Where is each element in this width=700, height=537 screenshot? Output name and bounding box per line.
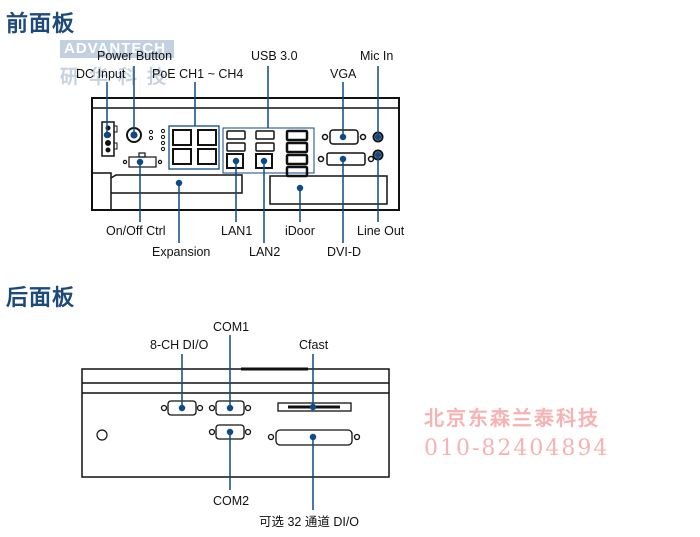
on-off-ctrl-connector [122,152,163,168]
front-chassis-outline [91,97,400,211]
lan2-marker [260,157,268,165]
cfast-marker [309,403,317,411]
label-vga: VGA [330,67,357,81]
front-panel-title: 前面板 [6,12,76,37]
mic-in-marker [374,133,382,141]
rear-panel [81,367,390,478]
expansion-marker [175,179,183,187]
dio-8ch-marker [178,404,186,412]
dio-32ch-marker [309,433,317,441]
dvi-d-marker [339,155,347,163]
on-off-ctrl-marker [136,158,144,166]
dvi-d-connector [317,152,375,166]
brand-cn-watermark: 研华科技 [60,66,177,88]
power-button-marker [130,131,138,139]
rear-chassis-outline [81,368,390,478]
label-dc-input: DC Input [76,67,126,81]
label-dvi-d: DVI-D [327,245,362,259]
rear-leader-lines [178,335,317,510]
label-line-out: Line Out [357,224,405,238]
label-idoor: iDoor [285,224,315,238]
vga-connector [321,129,367,145]
dealer-phone-watermark: 010-82404894 [424,436,610,461]
front-leader-lines [103,66,382,243]
rear-panel-title: 后面板 [6,286,76,311]
brand-logo-watermark: ADVANTECH [60,40,174,58]
vga-marker [339,133,347,141]
label-lan2: LAN2 [249,245,281,259]
label-expansion: Expansion [152,245,211,259]
expansion-slot [91,172,243,211]
com1-marker [226,404,234,412]
line-out-marker [374,151,382,159]
dc-input-marker [103,131,111,139]
com2-marker [226,428,234,436]
label-com1: COM1 [213,320,250,334]
idoor-marker [296,184,304,192]
front-panel [91,97,400,211]
dealer-name-watermark: 北京东森兰泰科技 [424,406,600,430]
label-on-off-ctrl: On/Off Ctrl [106,224,166,238]
idoor-slot [269,175,388,205]
label-lan1: LAN1 [221,224,253,238]
label-poe: PoE CH1 ~ CH4 [152,67,244,81]
lan1-marker [232,157,240,165]
label-dio-8ch: 8-CH DI/O [150,338,209,352]
poe-ports [168,125,220,170]
label-usb3: USB 3.0 [251,49,298,63]
label-com2: COM2 [213,494,250,508]
status-leds [148,128,166,152]
label-cfast: Cfast [299,338,329,352]
dc-input-connector [101,121,118,157]
label-dio-32ch: 可选 32 通道 DI/O [259,515,360,529]
rear-screw-hole [96,429,108,441]
label-mic-in: Mic In [360,49,394,63]
dio-32ch-connector [267,429,361,446]
label-power-button: Power Button [97,49,173,63]
